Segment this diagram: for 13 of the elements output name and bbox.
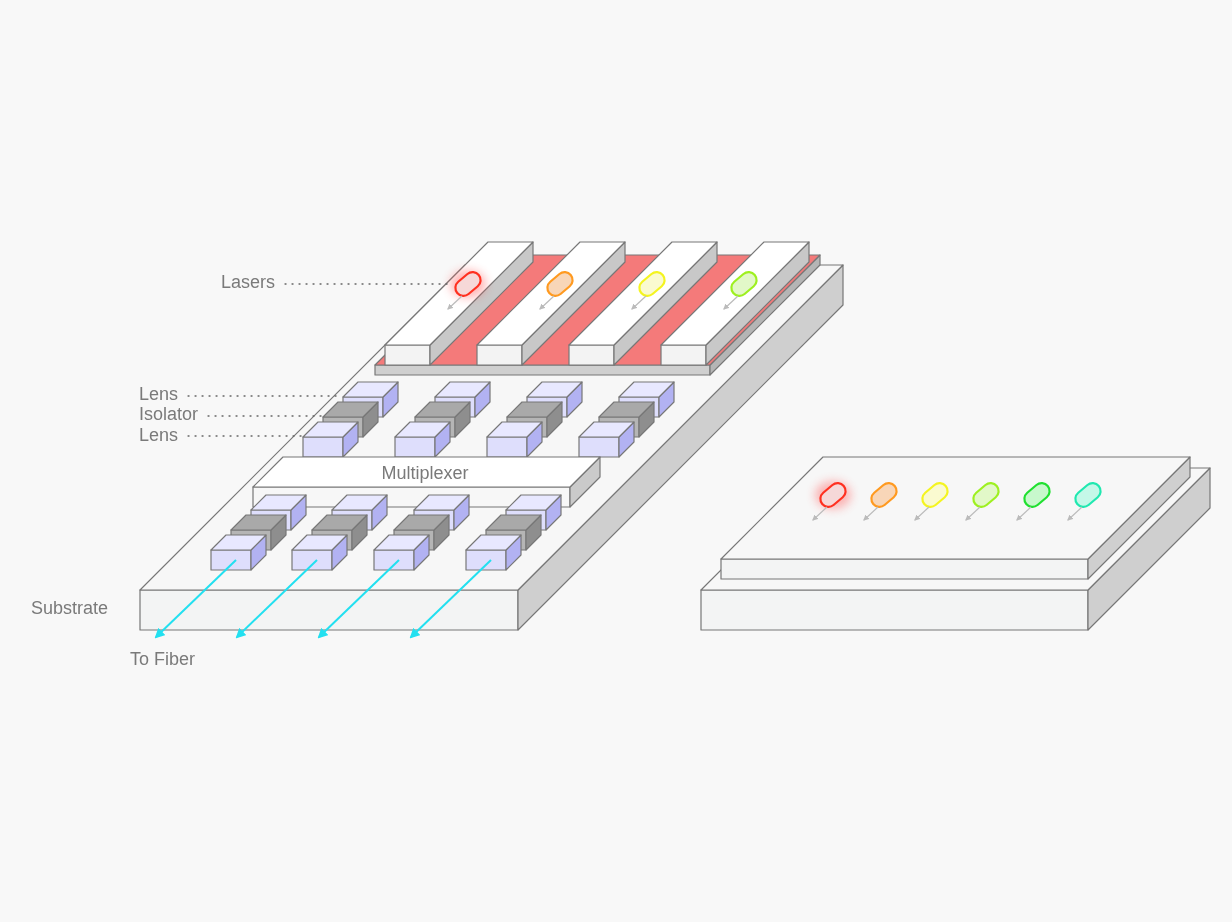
- part-label: To Fiber: [130, 649, 196, 669]
- leader-label: Isolator: [139, 404, 199, 424]
- lens-row: [302, 421, 635, 458]
- laser-array-drawing: [384, 241, 810, 366]
- lens-row: [210, 534, 522, 571]
- leader-line: [187, 435, 303, 437]
- multiplexer-label: Multiplexer: [381, 463, 469, 483]
- leader-line: [207, 415, 323, 417]
- part-label: Substrate: [31, 598, 109, 618]
- leader-line: [284, 283, 451, 285]
- leader-label: Lens: [139, 425, 179, 445]
- leader-label: Lasers: [221, 272, 276, 292]
- leader-label: Lens: [139, 384, 179, 404]
